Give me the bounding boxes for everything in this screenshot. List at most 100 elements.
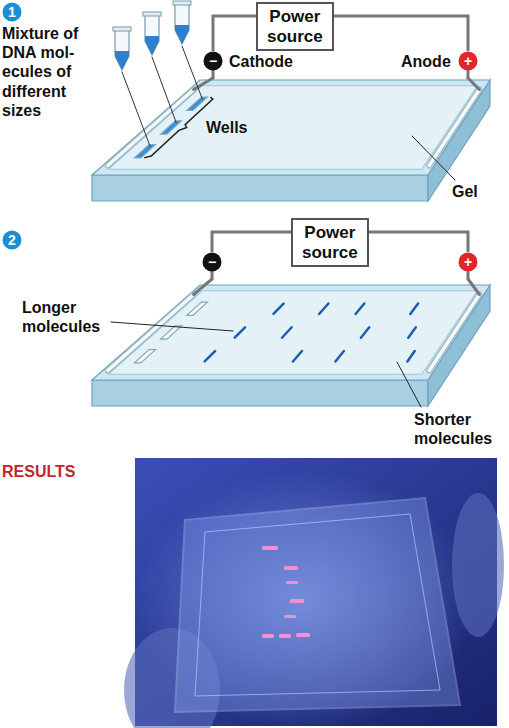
- dna-band: [408, 327, 416, 337]
- electrode: [429, 90, 479, 166]
- section-heading: RESULTS: [2, 462, 75, 481]
- photo-band: [279, 634, 291, 638]
- tray-front: [92, 175, 428, 201]
- circle-fill: [3, 3, 22, 22]
- anode-terminal: +: [458, 51, 478, 71]
- node-text: Power source: [267, 7, 323, 46]
- electrode-outline: [108, 90, 194, 166]
- photo-band: [286, 581, 298, 584]
- pointer-line: [122, 72, 150, 147]
- cathode-terminal: −: [202, 252, 222, 272]
- electrode: [108, 295, 194, 371]
- tray-rim: [92, 285, 490, 380]
- circle-fill: [3, 231, 22, 250]
- electrode-outline: [108, 295, 194, 371]
- gel-slab: [109, 86, 478, 170]
- tube-body: [145, 15, 159, 55]
- part-label: Longer molecules: [22, 298, 114, 336]
- photo-band: [284, 615, 296, 618]
- power-source-box: Power source: [256, 2, 334, 51]
- gel-tray: [92, 80, 490, 201]
- node-text: −: [209, 54, 217, 68]
- node-text: +: [464, 255, 472, 269]
- dna-band: [407, 351, 414, 361]
- photo-band: [290, 599, 304, 603]
- gel-well: [187, 97, 208, 110]
- tube-rim: [173, 1, 191, 5]
- power-wire: [369, 232, 468, 252]
- photo-gel-plate: [175, 498, 460, 712]
- power-wire: [212, 232, 291, 252]
- sample-tube: [113, 27, 131, 70]
- sample-tube: [143, 12, 161, 55]
- electrode-lead: [468, 78, 479, 90]
- electrode: [108, 90, 194, 166]
- tube-sample: [175, 25, 189, 44]
- cathode-terminal: −: [203, 51, 223, 71]
- leader-line: [397, 362, 421, 407]
- sample-label: Mixture of DNA mol- ecules of different …: [2, 24, 102, 120]
- part-label: Wells: [204, 118, 250, 137]
- electrode-label: Cathode: [229, 52, 293, 71]
- tray-rim: [92, 80, 490, 175]
- photo-band: [296, 633, 310, 637]
- gel-well: [161, 121, 182, 134]
- dna-band: [356, 304, 365, 314]
- node-text: −: [208, 255, 216, 269]
- power-source-box: Power source: [291, 218, 369, 267]
- node-text: 2: [8, 233, 16, 247]
- leader-line: [412, 136, 455, 180]
- circle-fill: [459, 253, 478, 272]
- photo-gel-edge: [195, 514, 440, 696]
- tube-rim: [143, 12, 161, 16]
- tube-body: [175, 4, 189, 44]
- dna-band: [235, 327, 245, 337]
- electrode: [429, 295, 479, 371]
- photo-band: [262, 634, 274, 638]
- electrode-lead: [194, 279, 212, 295]
- photo-glow: [135, 470, 475, 728]
- tube-sample: [145, 36, 159, 55]
- electrode-label: Anode: [401, 52, 451, 71]
- power-wire: [334, 16, 468, 51]
- gel-well: [187, 302, 208, 315]
- gel-slab: [109, 291, 478, 375]
- electrode-outline: [429, 90, 479, 166]
- electrode-outline: [429, 295, 479, 371]
- leader-line: [111, 322, 233, 331]
- node-text: Power source: [302, 223, 358, 262]
- dna-band: [273, 304, 283, 314]
- dna-band: [361, 327, 369, 337]
- circle-fill: [459, 52, 478, 71]
- photo-band: [284, 566, 298, 570]
- result-photo: [124, 458, 504, 728]
- circle-fill: [203, 253, 222, 272]
- gel-tray: [92, 285, 490, 406]
- node-text: +: [464, 54, 472, 68]
- part-label: Shorter molecules: [414, 410, 506, 448]
- wells-bracket: [144, 97, 213, 158]
- callout-number: 2: [2, 230, 22, 250]
- hand: [452, 493, 504, 637]
- gel-well: [134, 350, 155, 363]
- dna-band: [293, 351, 302, 361]
- dna-band: [282, 327, 292, 337]
- dna-band: [335, 351, 343, 361]
- dna-band: [319, 304, 328, 314]
- pointer-line: [182, 46, 202, 99]
- tube-sample: [115, 51, 129, 70]
- photo-band: [262, 546, 278, 550]
- sample-tube: [173, 1, 191, 44]
- pointer-line: [152, 57, 176, 123]
- gel-well: [161, 326, 182, 339]
- dna-band: [410, 304, 418, 314]
- tube-rim: [113, 27, 131, 31]
- circle-fill: [204, 52, 223, 71]
- tube-body: [115, 30, 129, 70]
- anode-terminal: +: [458, 252, 478, 272]
